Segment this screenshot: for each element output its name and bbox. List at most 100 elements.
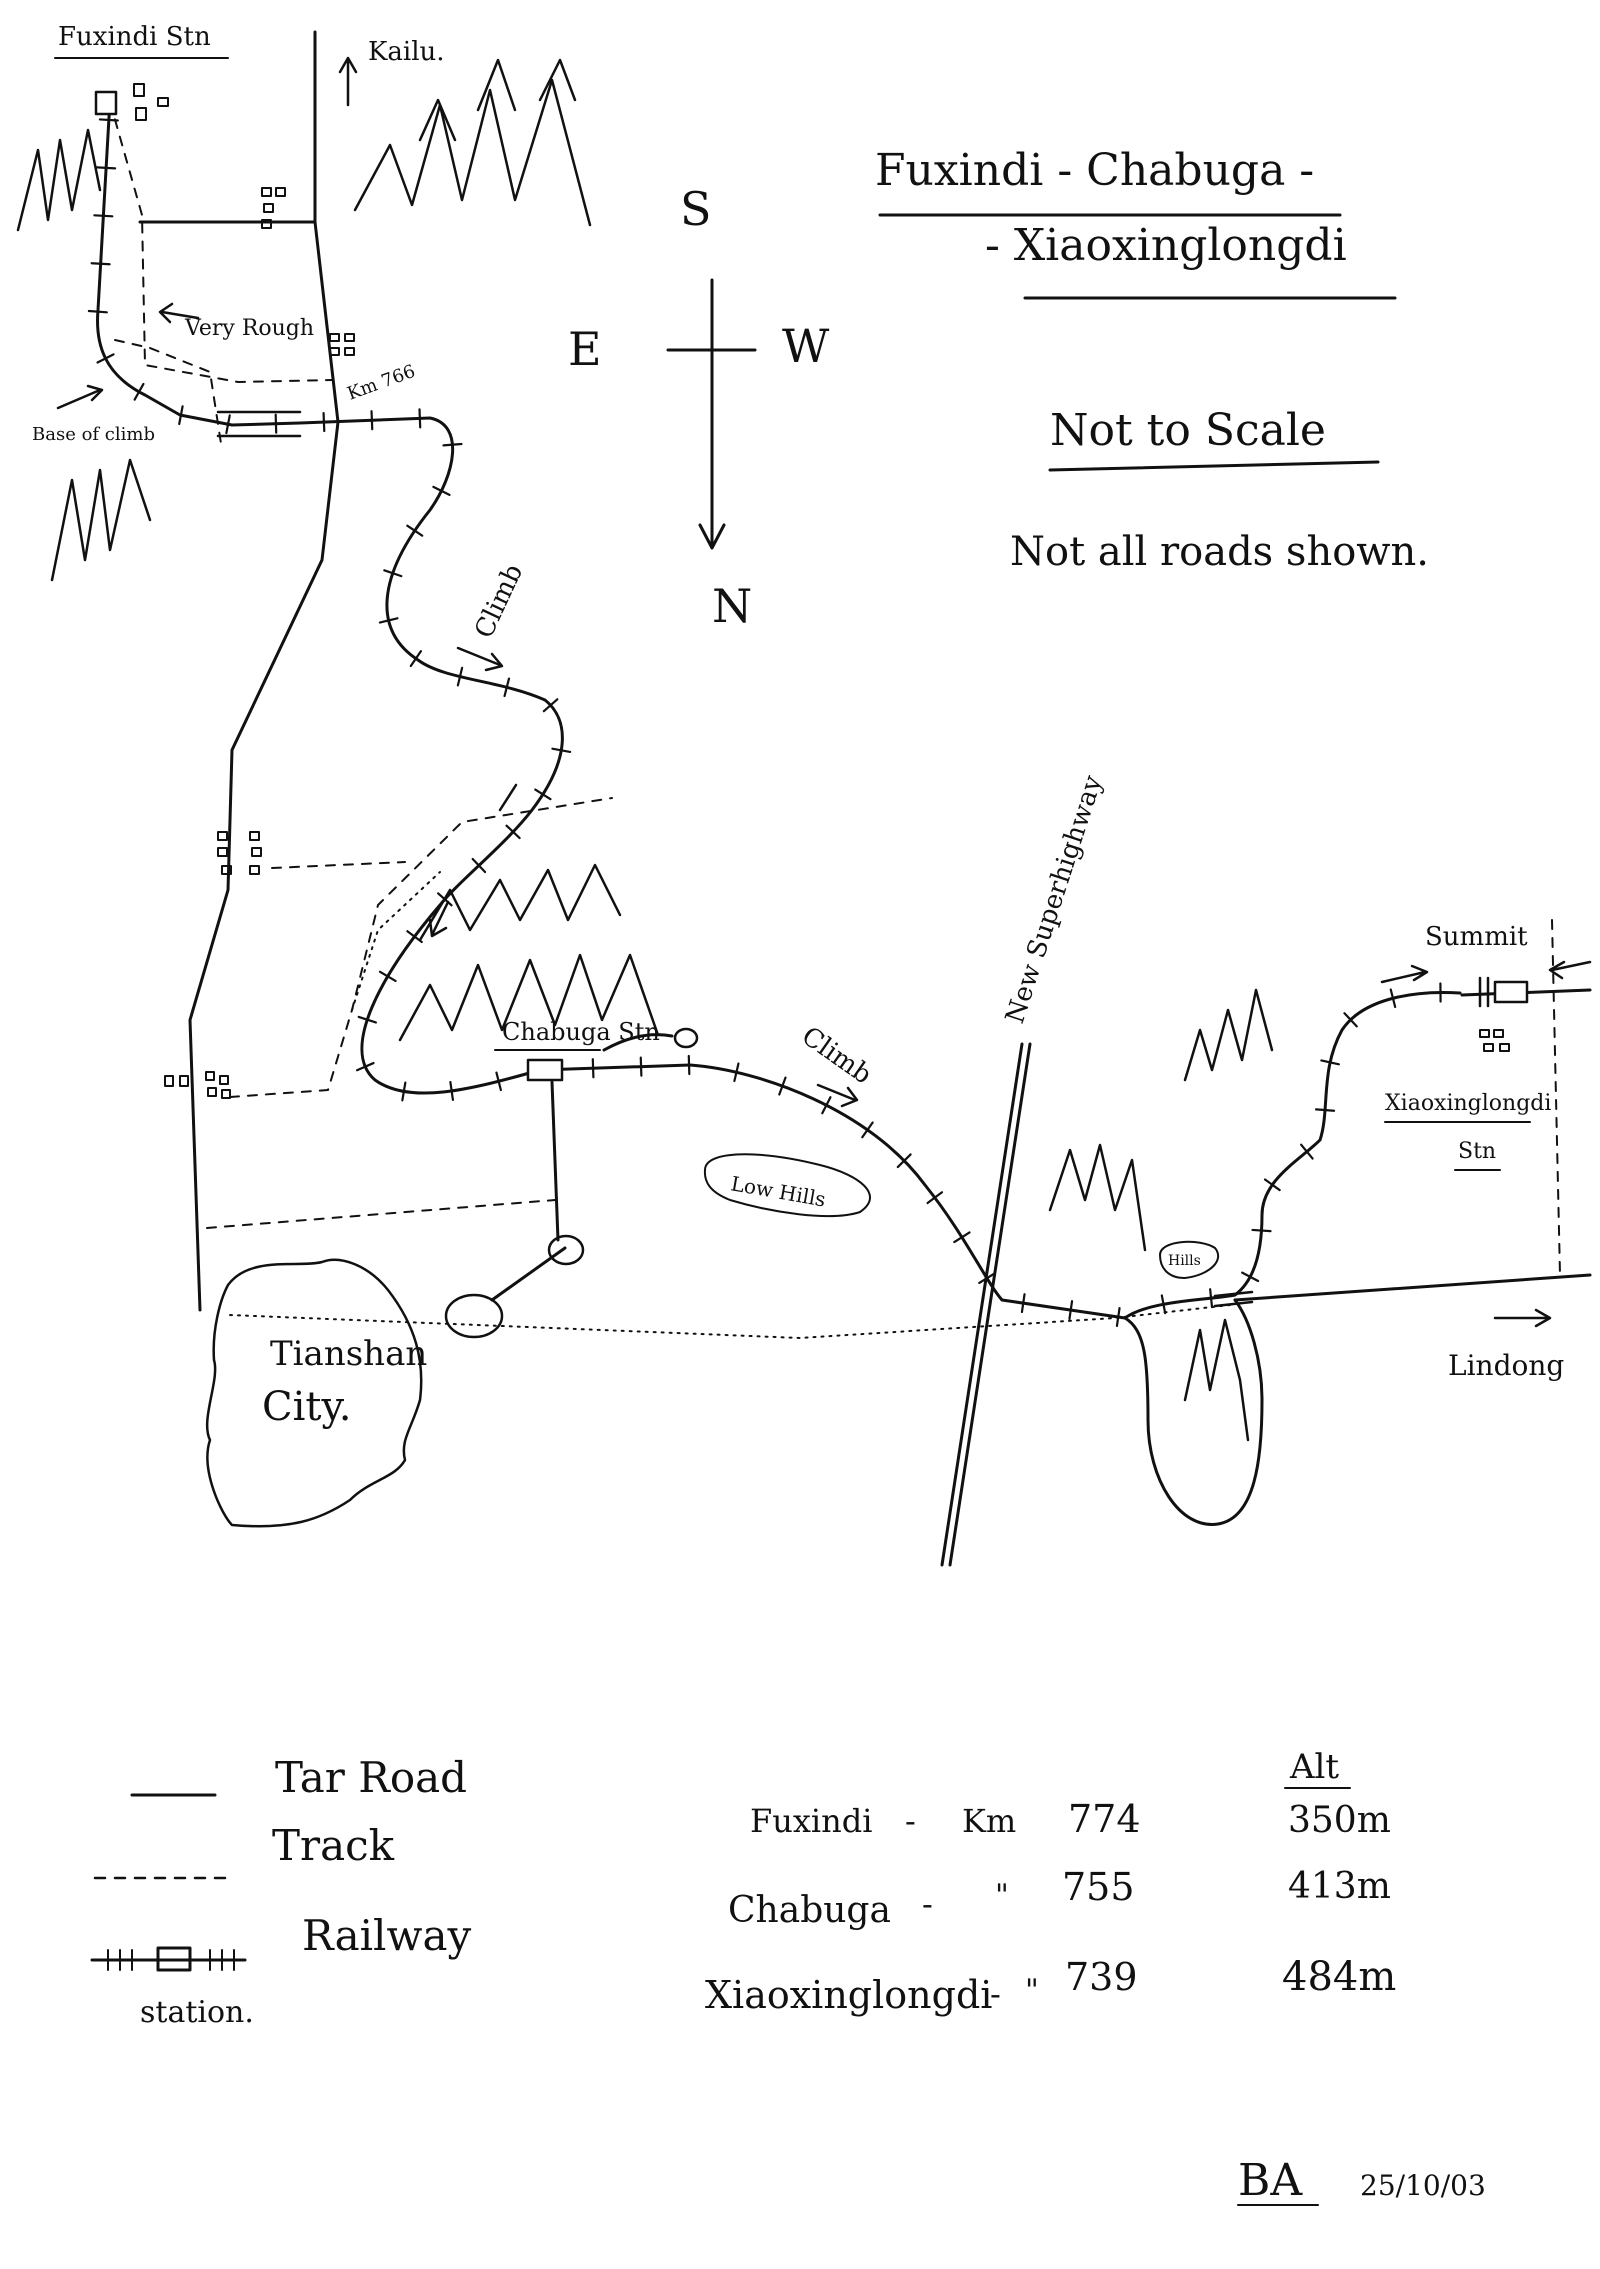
- row-2-dash: -: [922, 1885, 933, 1923]
- railway-tie: [861, 1121, 874, 1139]
- legend-station: station.: [140, 1995, 254, 2030]
- railway-tie: [98, 118, 119, 122]
- track-east-1: [1551, 919, 1561, 1276]
- legend-station-box: [156, 1946, 192, 1972]
- title-block: Fuxindi - Chabuga - - Xiaoxinglongdi Not…: [875, 145, 1429, 575]
- railway-tie: [471, 857, 487, 874]
- station-chabuga: [526, 1058, 564, 1082]
- mountains-sw: [50, 458, 152, 582]
- buildings: [133, 83, 1510, 1099]
- title-line-2: - Xiaoxinglongdi: [985, 220, 1347, 271]
- railway-tie: [357, 1015, 377, 1024]
- stations: [94, 90, 1529, 1308]
- railway-tie: [1320, 1059, 1341, 1066]
- railway-tie: [1241, 1271, 1260, 1283]
- label-fuxindi-stn: Fuxindi Stn: [58, 22, 211, 52]
- railway-tie: [778, 1076, 787, 1096]
- railway-tie: [383, 569, 403, 578]
- row-1-name: Fuxindi: [750, 1802, 872, 1840]
- label-new-superhighway: New Superhighway: [1000, 772, 1109, 1027]
- station-km766-siding: [216, 410, 302, 438]
- railway-tie: [370, 410, 374, 431]
- railway-tie: [274, 413, 278, 434]
- railway-tie: [456, 666, 464, 687]
- row-3-name: Xiaoxinglongdi: [705, 1973, 992, 2017]
- legend-track: Track: [272, 1821, 395, 1870]
- town-marker-1: [673, 1027, 699, 1049]
- arrow-kailu: [338, 56, 358, 107]
- mountains-nw: [16, 128, 102, 232]
- railway-tie: [503, 677, 511, 698]
- tracks: [109, 101, 1561, 1276]
- row-3-km-label: ": [1025, 1973, 1039, 2008]
- arrows: [56, 56, 1592, 1328]
- railway-tie: [1300, 1143, 1314, 1160]
- railway-ties: [87, 118, 1442, 1328]
- railway-tie: [1020, 1293, 1026, 1314]
- legend: Tar Road Track Railway station.: [90, 1753, 471, 2030]
- station-summit-bars: [1478, 976, 1490, 1008]
- row-3-alt: 484m: [1282, 1954, 1396, 2000]
- arrow-descent: [428, 900, 450, 938]
- signature-date: 25/10/03: [1360, 2169, 1486, 2202]
- railway-tie: [96, 166, 117, 170]
- track-west-1: [271, 861, 406, 869]
- station-fuxindi: [94, 90, 118, 116]
- label-base-of-climb: Base of climb: [32, 424, 155, 445]
- alt-header: Alt: [1289, 1747, 1339, 1787]
- railway-tie: [401, 1081, 407, 1102]
- compass-east: E: [568, 322, 602, 376]
- signature: BA 25/10/03: [1237, 2155, 1486, 2206]
- railway-tie: [449, 1080, 455, 1101]
- signature-initials: BA: [1238, 2155, 1303, 2206]
- railway: [96, 98, 1462, 1526]
- label-tianshan-1: Tianshan: [270, 1334, 427, 1374]
- railway-tie: [96, 353, 115, 364]
- railway-tie: [1314, 1108, 1336, 1112]
- compass-south: S: [680, 182, 712, 236]
- track-very-rough: [114, 339, 223, 451]
- row-2-km-label: ": [995, 1878, 1009, 1913]
- track-west-2: [229, 797, 613, 1098]
- railway-tie: [90, 262, 111, 266]
- railway-tie: [733, 1062, 740, 1083]
- railway-tie: [1343, 1012, 1358, 1028]
- row-1-km: 774: [1068, 1797, 1141, 1841]
- railway-tie: [1263, 1178, 1281, 1192]
- town-marker-2: [547, 1234, 585, 1266]
- label-kailu: Kailu.: [368, 37, 445, 67]
- mountains-north: [353, 78, 592, 227]
- mountains-loop: [1183, 1318, 1250, 1442]
- arrow-climb-2: [816, 1083, 859, 1108]
- railway-tie: [591, 1058, 595, 1079]
- scale-underline: [1048, 460, 1380, 472]
- station-xiaoxinglongdi: [1493, 980, 1529, 1004]
- railway-tie: [406, 524, 424, 537]
- row-1-alt: 350m: [1288, 1800, 1391, 1841]
- label-hills: Hills: [1168, 1253, 1201, 1269]
- superhighway-2: [948, 1042, 1032, 1567]
- railway-tie: [225, 414, 231, 435]
- railway-tie: [409, 650, 423, 668]
- mountains-chabuga-2: [418, 863, 622, 942]
- road-kailu: [188, 30, 340, 1312]
- legend-tar-road: Tar Road: [275, 1753, 467, 1802]
- arrow-summit-out: [1548, 960, 1592, 980]
- low-hills-outline: [703, 1153, 871, 1218]
- railway-tie: [1251, 1228, 1272, 1233]
- row-3-km: 739: [1065, 1955, 1138, 1999]
- label-km766: Km 766: [345, 361, 419, 405]
- railway-tie: [432, 485, 451, 496]
- railway-tie: [926, 1191, 944, 1205]
- railway-tie: [639, 1056, 643, 1077]
- mountains-south: [1048, 1143, 1147, 1252]
- railway-tie: [534, 788, 552, 801]
- legend-railway: Railway: [302, 1911, 471, 1960]
- railway-tie: [978, 1272, 996, 1285]
- mountains-north-2: [418, 58, 577, 142]
- road-chabuga-city: [550, 1080, 560, 1242]
- title-line-1: Fuxindi - Chabuga -: [875, 145, 1314, 196]
- railway-tie: [1115, 1307, 1121, 1328]
- railway-tie: [551, 747, 572, 754]
